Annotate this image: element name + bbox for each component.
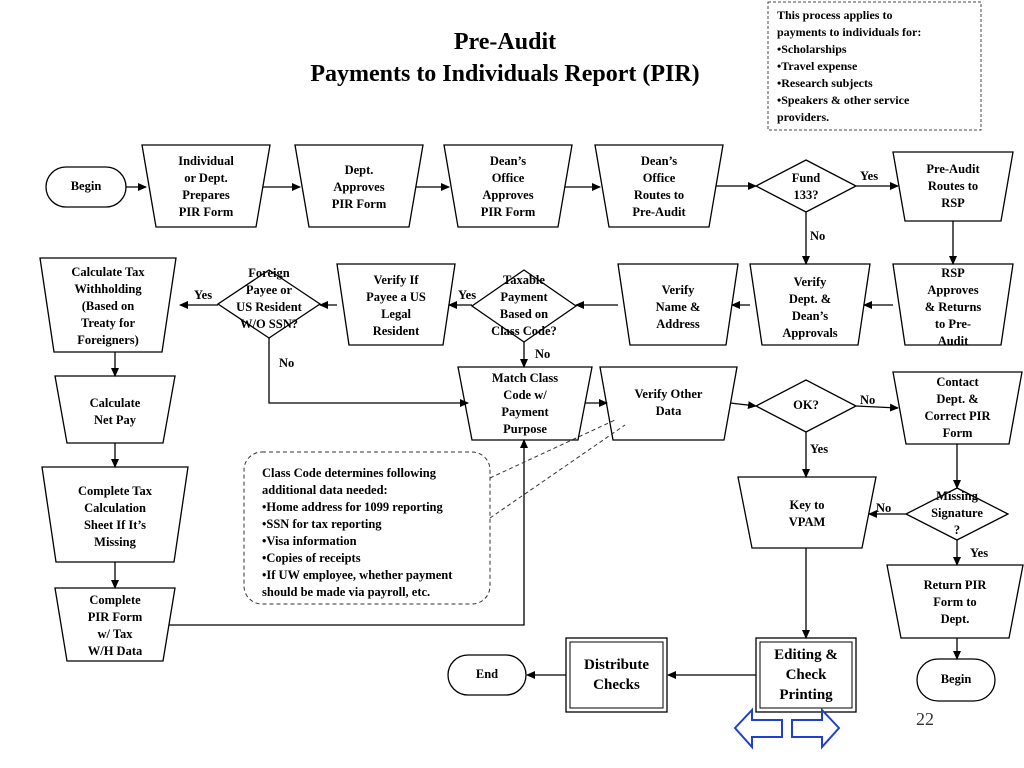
distribute-checks-node — [565, 637, 668, 713]
dept-approves-label: Dept. Approves PIR Form — [331, 163, 387, 211]
verify-name-node — [617, 263, 739, 346]
class-code-note-box — [243, 451, 491, 605]
scope-note-box — [767, 1, 982, 131]
begin-start-label: Begin — [70, 179, 102, 193]
verify-legal-resident-node — [336, 263, 456, 346]
preaudit-routes-label: Pre-Audit Routes to RSP — [926, 162, 980, 210]
signature-no-label: No — [876, 501, 892, 515]
verify-legal-resident-label: Verify If Payee a US Legal Resident — [366, 273, 426, 338]
rsp-approves-node — [892, 263, 1014, 346]
contact-dept-node — [892, 371, 1023, 445]
verify-name-label: Verify Name & Address — [655, 283, 701, 331]
signature-yes-label: Yes — [970, 546, 989, 560]
scope-note-text: This process applies to payments to indi… — [777, 8, 922, 124]
distribute-checks-label: Distribute Checks — [584, 657, 649, 693]
taxable-payment-label: Taxable Payment Based on Class Code? — [491, 273, 557, 338]
dean-routes-node — [594, 144, 724, 228]
dept-approves-node — [294, 144, 424, 228]
foreign-no-label: No — [279, 356, 295, 370]
calculate-net-pay-node — [54, 375, 176, 444]
editing-check-node — [755, 637, 857, 713]
fund-133-label: Fund 133? — [791, 171, 821, 202]
verify-dept-dean-label: Verify Dept. & Dean’s Approvals — [782, 275, 838, 340]
complete-pir-form-node — [54, 587, 176, 662]
fund-yes-label: Yes — [860, 169, 879, 183]
calculate-tax-label: Calculate Tax Withholding (Based on Trea… — [71, 265, 145, 347]
key-to-vpam-node — [737, 476, 877, 549]
page-subtitle: Payments to Individuals Report (PIR) — [310, 61, 700, 87]
match-class-code-node — [457, 366, 593, 441]
begin-return-label: Begin — [940, 672, 972, 686]
verify-other-data-node — [599, 366, 738, 441]
missing-signature-label: Missing Signature ? — [931, 489, 983, 537]
return-pir-label: Return PIR Form to Dept. — [923, 578, 987, 626]
individual-prepares-label: Individual or Dept. Prepares PIR Form — [178, 154, 234, 219]
page-title: Pre-Audit — [453, 29, 557, 55]
end-label: End — [475, 667, 499, 681]
fund-no-label: No — [810, 229, 826, 243]
editing-check-label: Editing & Check Printing — [774, 647, 838, 703]
ok-no-label: No — [860, 393, 876, 407]
editing-check-node-inner — [759, 641, 853, 709]
back-arrow-icon[interactable] — [733, 707, 783, 750]
page-number: 22 — [916, 709, 934, 729]
dean-routes-label: Dean’s Office Routes to Pre-Audit — [632, 154, 686, 219]
individual-prepares-node — [141, 144, 271, 228]
rsp-approves-label: RSP Approves & Returns to Pre- Audit — [924, 266, 982, 348]
complete-tax-sheet-label: Complete Tax Calculation Sheet If It’s M… — [78, 484, 152, 549]
taxable-yes-label: Yes — [458, 288, 477, 302]
key-to-vpam-label: Key to VPAM — [788, 498, 826, 529]
dean-approves-node — [443, 144, 573, 228]
verify-other-data-label: Verify Other Data — [634, 387, 703, 418]
class-code-note-text: Class Code determines following addition… — [262, 466, 453, 599]
foreign-payee-label: Foreign Payee or US Resident W/O SSN? — [236, 266, 302, 331]
foreign-yes-label: Yes — [194, 288, 213, 302]
return-pir-node — [886, 564, 1024, 639]
preaudit-routes-node — [892, 151, 1014, 222]
calculate-tax-node — [39, 257, 177, 353]
calculate-net-pay-label: Calculate Net Pay — [89, 396, 141, 427]
ok-label: OK? — [793, 398, 819, 412]
match-class-code-label: Match Class Code w/ Payment Purpose — [491, 371, 559, 436]
complete-pir-form-label: Complete PIR Form w/ Tax W/H Data — [87, 593, 143, 658]
forward-arrow-icon[interactable] — [791, 707, 841, 750]
distribute-checks-node-inner — [569, 641, 664, 709]
verify-dept-dean-node — [749, 263, 871, 346]
dean-approves-label: Dean’s Office Approves PIR Form — [480, 154, 536, 219]
contact-dept-label: Contact Dept. & Correct PIR Form — [924, 375, 991, 440]
complete-tax-sheet-node — [41, 466, 189, 563]
ok-yes-label: Yes — [810, 442, 829, 456]
taxable-no-label: No — [535, 347, 551, 361]
